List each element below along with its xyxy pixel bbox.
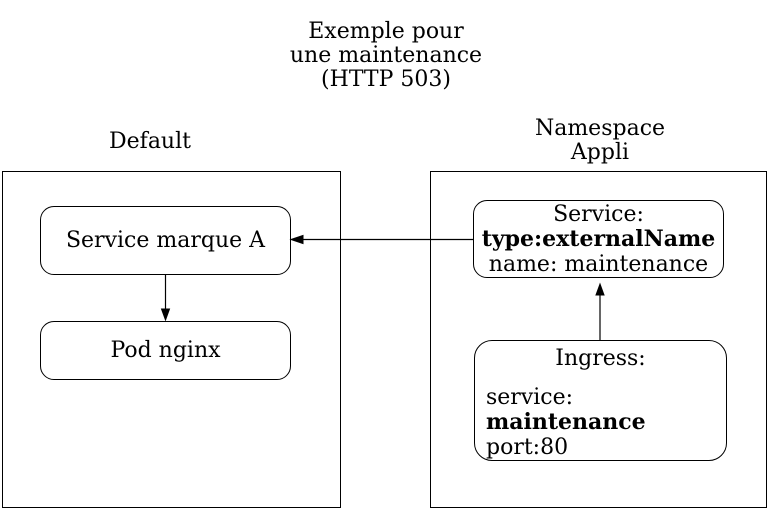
ingress-body: service: maintenance port:80: [475, 385, 726, 460]
diagram-title-line-3: (HTTP 503): [321, 67, 451, 92]
diagram-title: Exemple pour une maintenance (HTTP 503): [186, 20, 586, 92]
node-service-marque-a-label: Service marque A: [65, 227, 266, 253]
diagram-title-line-2: une maintenance: [289, 43, 483, 68]
node-service-externalname: Service: type:externalName name: mainten…: [473, 200, 724, 278]
ingress-service-prefix: service:: [486, 385, 574, 410]
namespace-appli-label-line-2: Appli: [570, 140, 630, 165]
namespace-appli-label: Namespace Appli: [500, 117, 700, 165]
node-pod-nginx: Pod nginx: [40, 321, 291, 380]
node-ingress: Ingress: service: maintenance port:80: [474, 340, 727, 461]
node-pod-nginx-label: Pod nginx: [110, 337, 221, 363]
diagram-title-line-1: Exemple pour: [308, 19, 464, 44]
service-ext-type: type:externalName: [481, 225, 716, 252]
namespace-appli-label-line-1: Namespace: [534, 116, 666, 141]
ingress-spacer: [475, 371, 726, 385]
ingress-service-line: service: maintenance: [486, 385, 726, 435]
ingress-title: Ingress:: [555, 346, 646, 371]
namespace-default-label: Default: [109, 129, 191, 154]
node-service-marque-a: Service marque A: [40, 206, 291, 275]
ingress-service-name: maintenance: [486, 409, 646, 435]
ingress-port-line: port:80: [486, 435, 569, 460]
service-ext-name: name: maintenance: [488, 251, 709, 277]
service-ext-title: Service:: [553, 201, 644, 227]
